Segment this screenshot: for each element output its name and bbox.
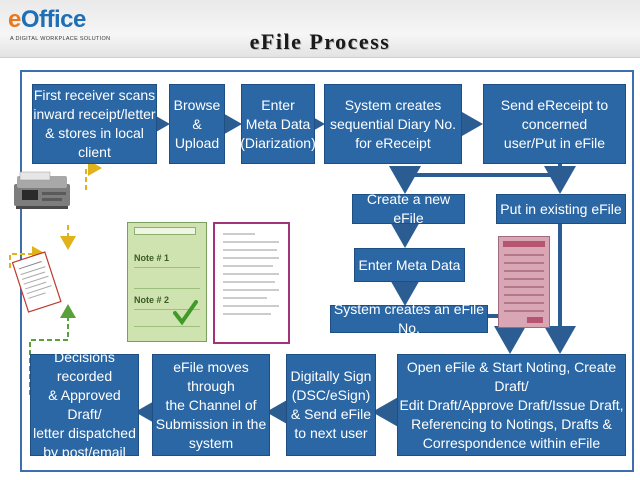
step-digitally-sign: Digitally Sign (DSC/eSign) & Send eFile … bbox=[286, 354, 376, 456]
note-label: Note # 1 bbox=[134, 253, 170, 263]
notesheet-tabs bbox=[134, 227, 196, 235]
header-bar: eOffice A DIGITAL WORKPLACE SOLUTION eFi… bbox=[0, 0, 640, 58]
note-text-lines bbox=[134, 267, 200, 289]
correspondence-page-image bbox=[213, 222, 290, 344]
letter-document-image bbox=[11, 251, 62, 313]
note-text-lines bbox=[134, 309, 200, 327]
step-enter-meta-data: Enter Meta Data bbox=[354, 248, 465, 282]
logo-tagline: A DIGITAL WORKPLACE SOLUTION bbox=[10, 36, 111, 42]
logo-wordmark: Office bbox=[20, 6, 87, 33]
step-noting-drafting: Open eFile & Start Noting, Create Draft/… bbox=[397, 354, 626, 456]
step-efile-number: System creates an eFile No. bbox=[330, 301, 488, 336]
note-label: Note # 2 bbox=[134, 295, 170, 305]
page-title: eFile Process bbox=[249, 29, 391, 54]
scanner-image bbox=[14, 171, 70, 209]
step-decision-dispatch: Decisions recorded & Approved Draft/ let… bbox=[30, 349, 139, 460]
step-create-new-efile: Create a new eFile bbox=[352, 191, 465, 226]
step-scan-receipt: First receiver scans inward receipt/lett… bbox=[32, 84, 157, 164]
step-diary-number: System creates sequential Diary No. for … bbox=[324, 84, 462, 164]
step-put-existing-efile: Put in existing eFile bbox=[496, 194, 626, 224]
receipt-form-image bbox=[498, 236, 550, 328]
notesheet-image: Note # 1 Note # 2 bbox=[127, 222, 207, 342]
step-channel-submission: eFile moves through the Channel of Submi… bbox=[152, 354, 270, 456]
step-enter-metadata: Enter Meta Data (Diarization) bbox=[240, 84, 316, 164]
eoffice-logo: eOffice A DIGITAL WORKPLACE SOLUTION bbox=[8, 6, 111, 50]
step-browse-upload: Browse & Upload bbox=[169, 84, 225, 164]
step-send-ereceipt: Send eReceipt to concerned user/Put in e… bbox=[483, 84, 626, 164]
checkmark-icon bbox=[173, 300, 198, 326]
logo-letter: e bbox=[8, 6, 21, 33]
